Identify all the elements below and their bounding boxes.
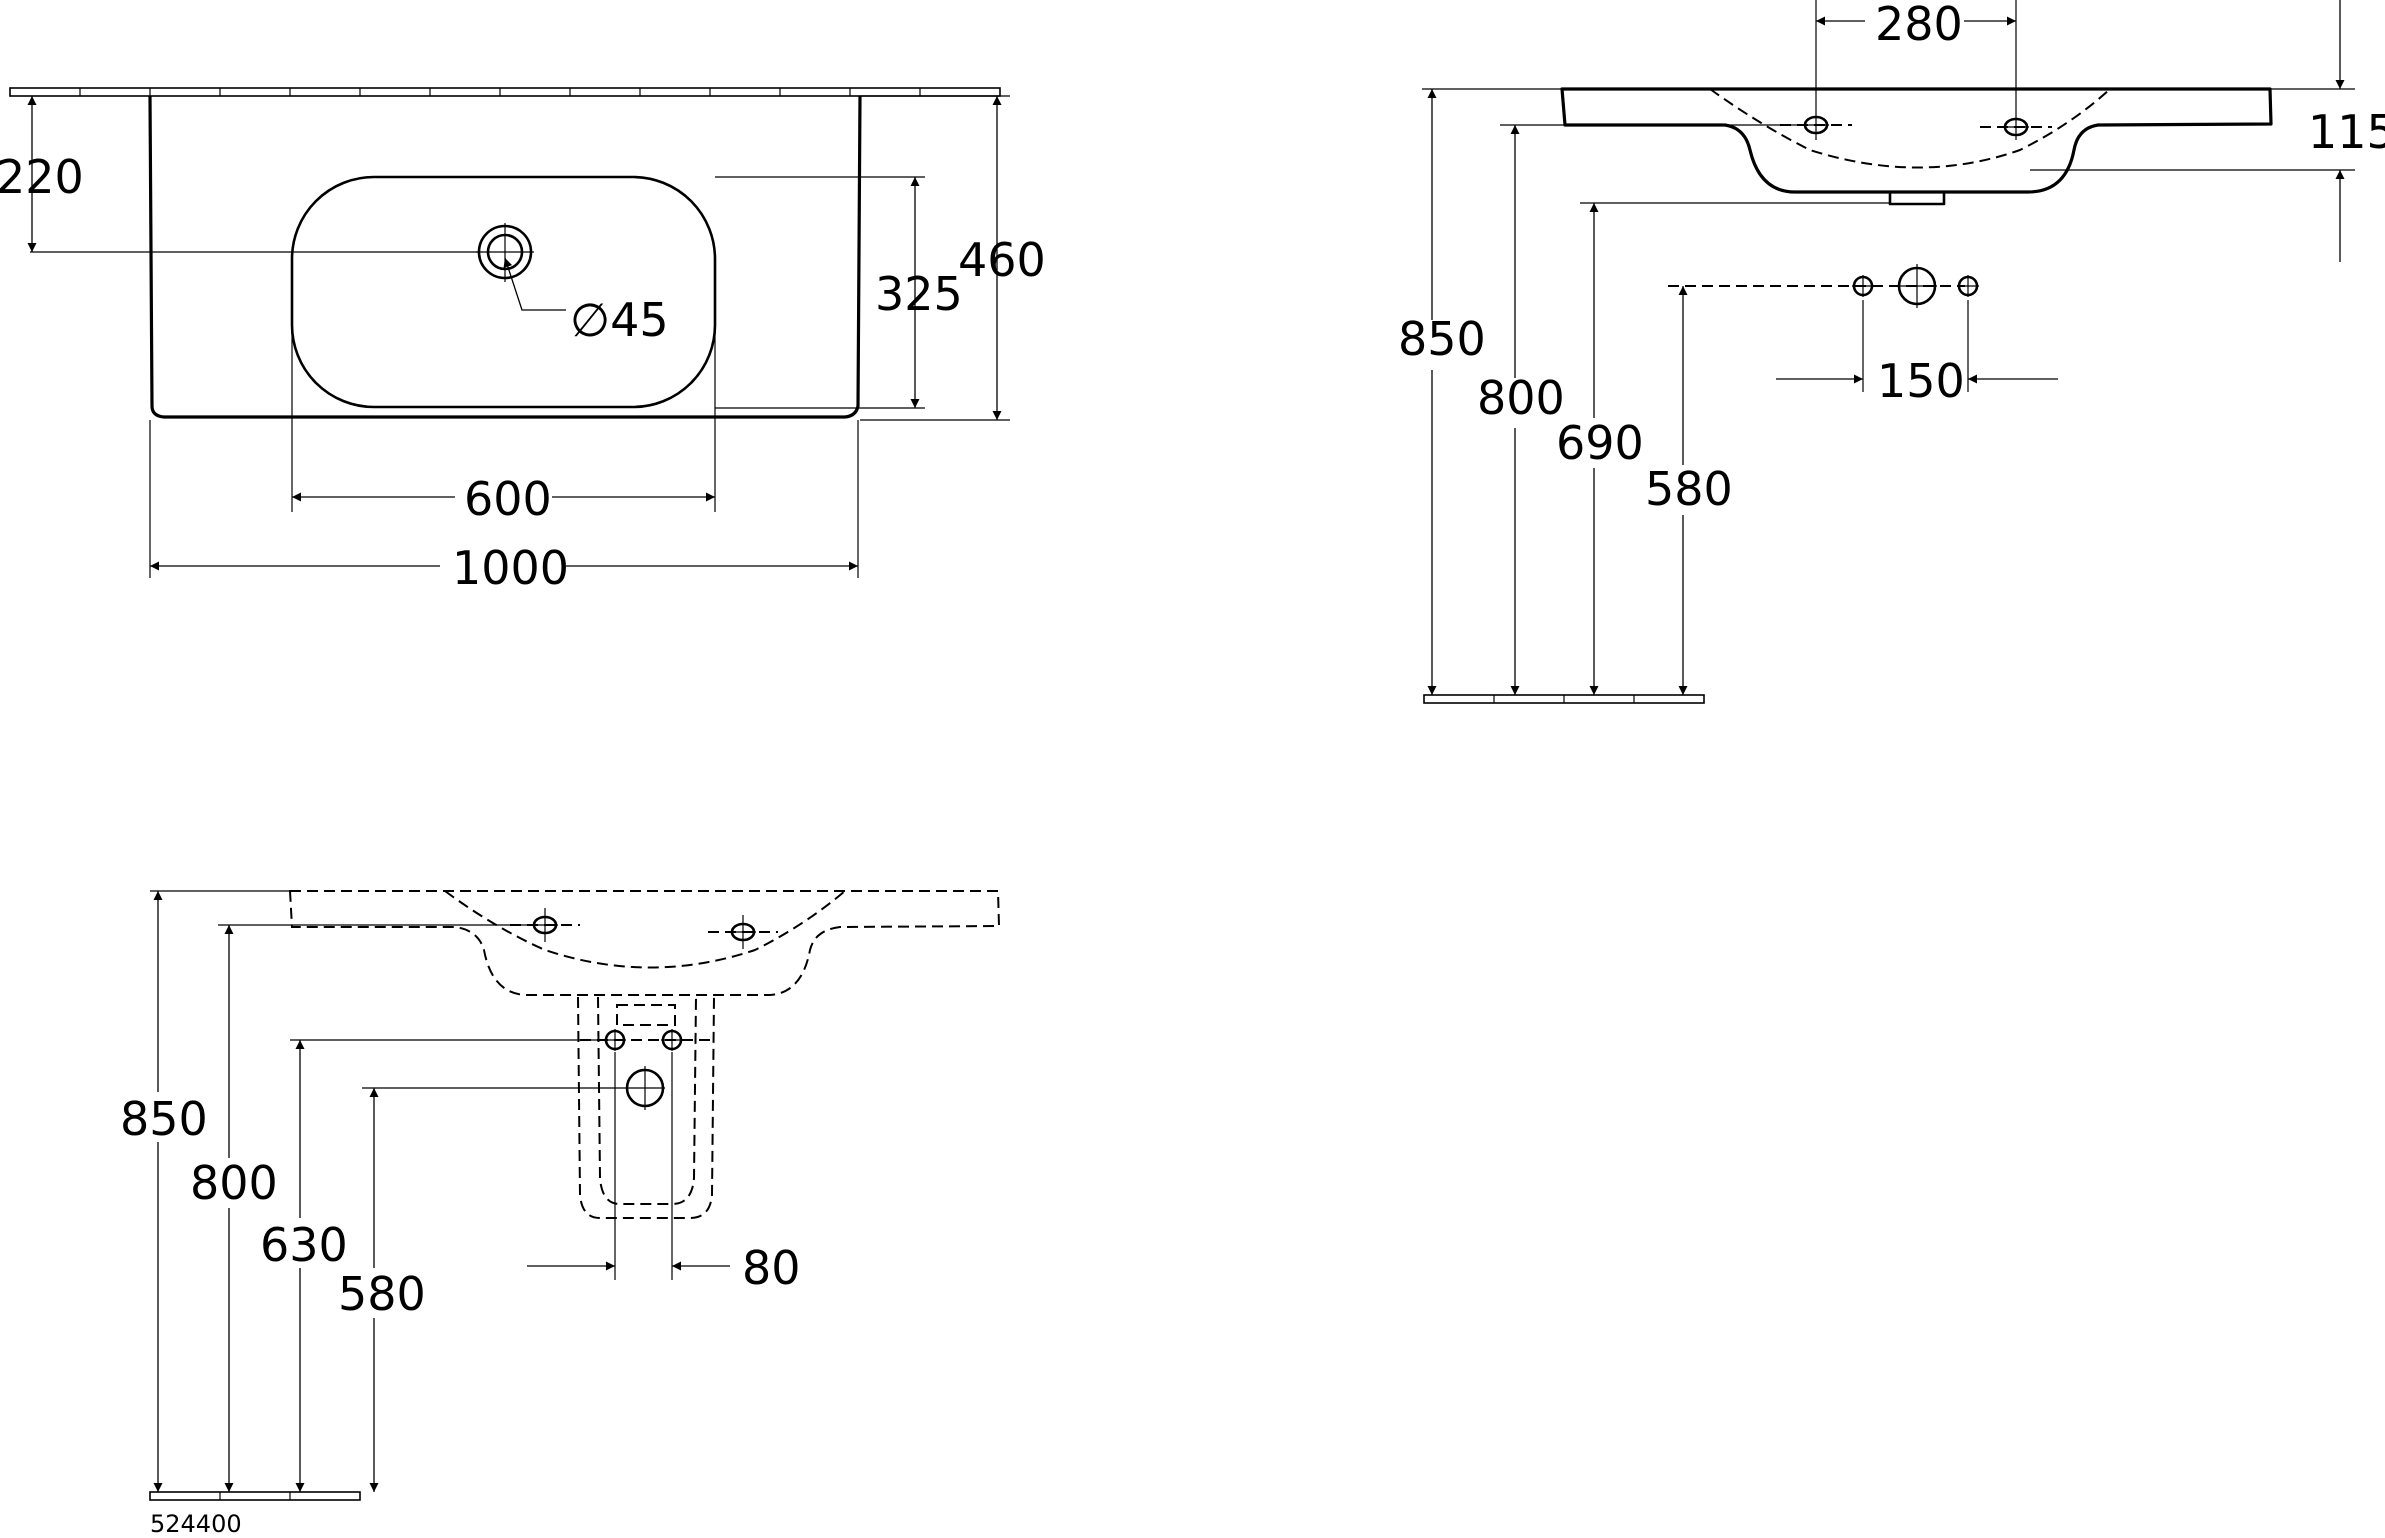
drawing-code: 524400 (150, 1510, 242, 1538)
dim-tap-hole-diameter: ∅45 (570, 293, 669, 347)
dim-tap-hole-offset: 220 (0, 150, 84, 204)
fixing-holes (1668, 264, 1979, 392)
dim-depth: 460 (958, 233, 1046, 287)
dim-pedestal-fixing-spacing: 80 (742, 1241, 801, 1295)
wall-line (9, 87, 1001, 97)
dim-pedestal-height-top: 850 (120, 1092, 208, 1146)
dim-rim-height: 115 (2308, 105, 2385, 159)
pedestal-outline (577, 996, 715, 1219)
dim-fixing-spacing: 150 (1877, 354, 1965, 408)
dim-height-bottom: 690 (1556, 416, 1644, 470)
pedestal-floor-line (149, 1491, 361, 1501)
top-view: 220 ∅45 325 460 600 1000 (0, 87, 1046, 595)
dim-width: 1000 (452, 541, 569, 595)
dim-height-tap-holes: 800 (1477, 371, 1565, 425)
side-view-pedestal: 80 850 800 630 580 524400 (120, 890, 1001, 1538)
tap-hole (476, 223, 534, 282)
floor-line (1423, 694, 1705, 704)
dim-pedestal-height-tap-holes: 800 (190, 1156, 278, 1210)
dim-pedestal-height-fixings: 630 (260, 1218, 348, 1272)
dim-tap-hole-spacing: 280 (1875, 0, 1963, 51)
dim-height-waste: 580 (1645, 462, 1733, 516)
side-view-wall-hung: 280 115 150 (1398, 0, 2385, 704)
basin-section-outline (1560, 87, 2273, 194)
dim-height-top: 850 (1398, 312, 1486, 366)
dim-pedestal-height-waste: 580 (338, 1267, 426, 1321)
bowl-outline (290, 175, 717, 409)
dim-bowl-depth: 325 (875, 267, 963, 321)
basin-outline (148, 95, 862, 419)
dim-bowl-width: 600 (464, 472, 552, 526)
